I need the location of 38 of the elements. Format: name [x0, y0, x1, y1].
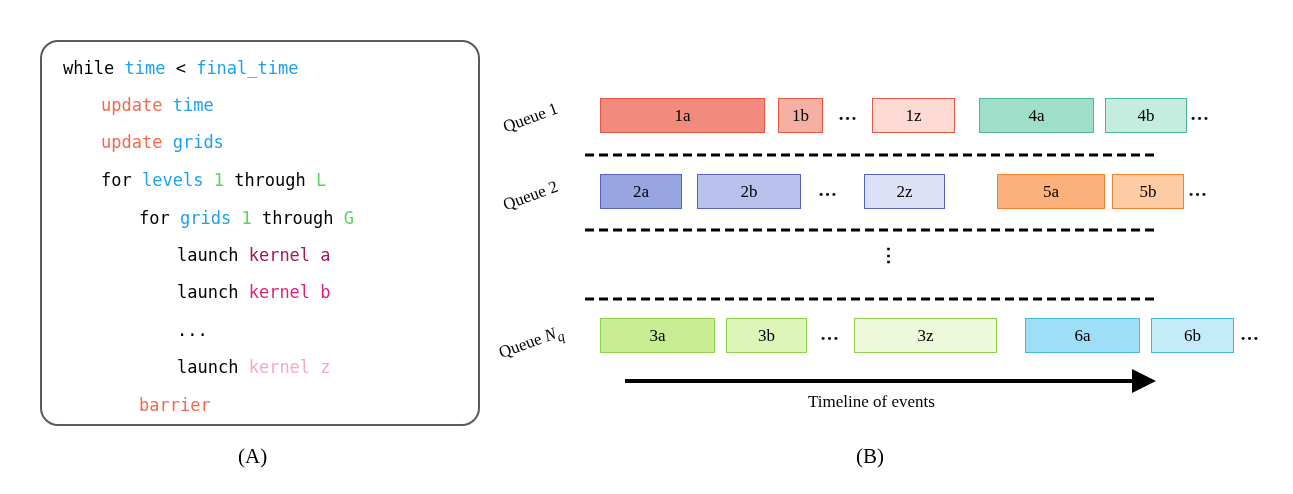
- event-block: 1b: [778, 98, 823, 133]
- event-block: 4b: [1105, 98, 1187, 133]
- axis-label: Timeline of events: [808, 392, 935, 412]
- ellipsis: ⋮: [879, 244, 898, 267]
- event-block: 6a: [1025, 318, 1140, 353]
- code-line: update grids: [101, 132, 224, 152]
- code-line: for grids 1 through G: [139, 208, 355, 228]
- event-block: 6b: [1151, 318, 1234, 353]
- code-line: barrier: [139, 395, 211, 415]
- ellipsis: …: [1188, 179, 1207, 201]
- code-line: while time < final_time: [63, 58, 299, 78]
- code-line: for levels 1 through L: [101, 170, 327, 190]
- ellipsis: …: [838, 103, 857, 125]
- event-block: 3z: [854, 318, 997, 353]
- event-block: 2b: [697, 174, 801, 209]
- code-line: update time: [101, 95, 214, 115]
- event-block: 3a: [600, 318, 715, 353]
- code-line: launch kernel z: [177, 357, 331, 377]
- code-panel: [40, 40, 480, 426]
- ellipsis: …: [1190, 103, 1209, 125]
- queue-label: Queue 1: [500, 98, 561, 138]
- event-block: 5a: [997, 174, 1105, 209]
- code-line: launch kernel a: [177, 245, 331, 265]
- event-block: 5b: [1112, 174, 1184, 209]
- ellipsis: …: [818, 179, 837, 201]
- panel-label: (A): [238, 444, 268, 469]
- queue-label: Queue 2: [500, 176, 561, 216]
- event-block: 4a: [979, 98, 1094, 133]
- panel-label: (B): [856, 444, 884, 469]
- code-line: launch kernel b: [177, 282, 331, 302]
- event-block: 3b: [726, 318, 807, 353]
- event-block: 2z: [864, 174, 945, 209]
- event-block: 1a: [600, 98, 765, 133]
- code-line: ...: [177, 320, 208, 340]
- ellipsis: …: [820, 323, 839, 345]
- event-block: 2a: [600, 174, 682, 209]
- event-block: 1z: [872, 98, 955, 133]
- ellipsis: …: [1240, 323, 1259, 345]
